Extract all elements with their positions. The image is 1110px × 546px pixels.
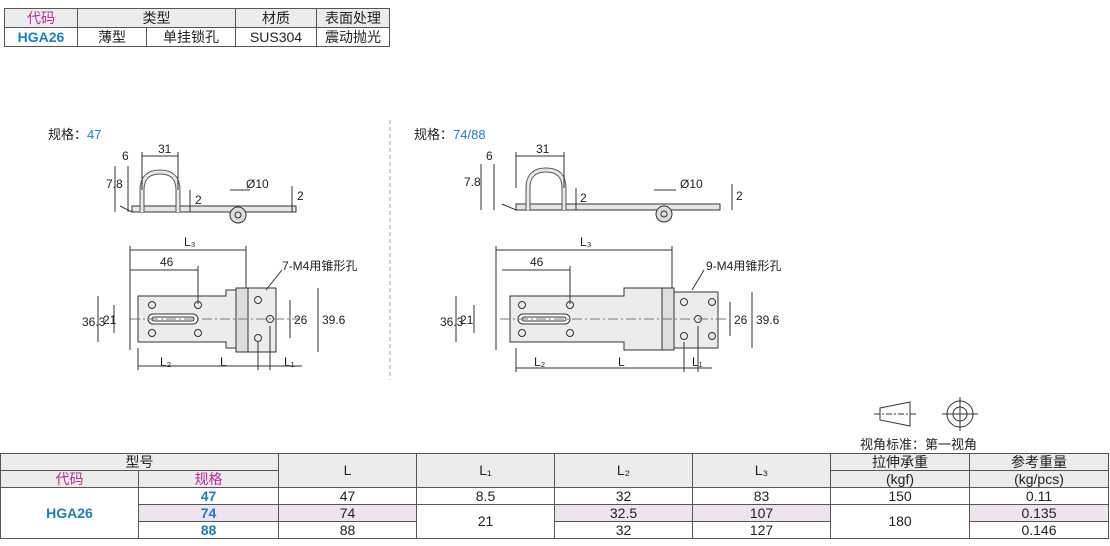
right-drawing: 31 6 7.8 2 Ø10 2 L₃ 46 9-M4用锥形孔 36.3 21 … (440, 142, 781, 372)
header-model: 型号 (0, 453, 279, 471)
header-weight-unit: (kg/pcs) (969, 470, 1109, 488)
svg-text:39.6: 39.6 (322, 313, 346, 327)
right-view-size: 74/88 (453, 127, 486, 142)
header-load-unit: (kgf) (830, 470, 970, 488)
left-drawing: 31 6 7.8 2 Ø10 2 L₃ 46 7-M4用锥形孔 36.3 21 … (82, 142, 357, 370)
spec-type-hole: 单挂锁孔 (146, 27, 236, 47)
row-weight: 0.146 (969, 521, 1109, 539)
svg-text:36.3: 36.3 (440, 315, 464, 329)
row-L3: 127 (692, 521, 831, 539)
svg-text:L₁: L₁ (284, 355, 295, 369)
svg-text:26: 26 (734, 313, 748, 327)
svg-text:46: 46 (160, 255, 174, 269)
svg-text:31: 31 (158, 142, 172, 156)
row-L1-merged: 21 (416, 504, 555, 539)
svg-text:7.8: 7.8 (106, 177, 123, 191)
row-size: 88 (138, 521, 279, 539)
row-L3: 107 (692, 504, 831, 522)
spec-code: HGA26 (4, 27, 78, 47)
first-angle-projection-icon (874, 397, 978, 431)
row-weight: 0.11 (969, 487, 1109, 505)
row-L: 74 (278, 504, 417, 522)
header-L3: L₃ (692, 453, 831, 488)
header-L1: L₁ (416, 453, 555, 488)
svg-text:9-M4用锥形孔: 9-M4用锥形孔 (706, 259, 781, 273)
svg-text:39.6: 39.6 (756, 313, 780, 327)
svg-text:2: 2 (736, 189, 743, 203)
left-view-label: 规格：47 (48, 127, 102, 142)
svg-text:L₂: L₂ (534, 355, 546, 369)
svg-text:31: 31 (536, 142, 550, 156)
svg-text:6: 6 (486, 149, 493, 163)
svg-text:L₂: L₂ (160, 355, 172, 369)
header-weight: 参考重量 (969, 453, 1109, 471)
svg-text:7-M4用锥形孔: 7-M4用锥形孔 (282, 259, 357, 273)
header-L2: L₂ (554, 453, 693, 488)
row-L2: 32.5 (554, 504, 693, 522)
header-L: L (278, 453, 417, 488)
svg-text:L₁: L₁ (692, 355, 703, 369)
svg-text:7.8: 7.8 (464, 175, 481, 189)
right-view-label: 规格：74/88 (414, 127, 486, 142)
row-L: 88 (278, 521, 417, 539)
header-code: 代码 (0, 470, 139, 488)
row-size: 74 (138, 504, 279, 522)
svg-text:L: L (618, 355, 625, 369)
view-divider (389, 120, 391, 380)
svg-text:Ø10: Ø10 (246, 177, 269, 191)
spec-header-row: 代码 类型 材质 表面处理 (4, 8, 390, 28)
row-L: 47 (278, 487, 417, 505)
spec-header-material: 材质 (235, 8, 317, 28)
svg-text:L₃: L₃ (580, 235, 592, 249)
spec-header-type: 类型 (77, 8, 236, 28)
spec-header-code: 代码 (4, 8, 78, 28)
header-load: 拉伸承重 (830, 453, 970, 471)
spec-type-thin: 薄型 (77, 27, 147, 47)
table-subheader-row: 代码 规格 (kgf) (kg/pcs) (0, 470, 1109, 488)
row-load-merged: 180 (830, 504, 970, 539)
svg-text:2: 2 (195, 193, 202, 207)
svg-text:L₃: L₃ (184, 235, 196, 249)
row-code: HGA26 (0, 487, 139, 539)
table-header-row: 型号 L L₁ L₂ L₃ 拉伸承重 参考重量 (0, 453, 1109, 488)
row-weight: 0.135 (969, 504, 1109, 522)
svg-text:36.3: 36.3 (82, 315, 106, 329)
svg-text:46: 46 (530, 255, 544, 269)
spec-row: HGA26 薄型 单挂锁孔 SUS304 震动抛光 (4, 27, 390, 47)
spec-material: SUS304 (235, 27, 317, 47)
projection-label: 视角标准：第一视角 (860, 437, 978, 452)
row-L1: 8.5 (416, 487, 555, 505)
spec-table: 代码 类型 材质 表面处理 HGA26 薄型 单挂锁孔 SUS304 震动抛光 (4, 8, 390, 47)
row-L2: 32 (554, 521, 693, 539)
svg-text:21: 21 (460, 313, 474, 327)
row-L3: 83 (692, 487, 831, 505)
row-L2: 32 (554, 487, 693, 505)
table-row: 74 74 21 32.5 107 180 0.135 (1, 504, 1109, 539)
table-row: 88 88 32 127 0.146 (1, 521, 1109, 539)
svg-text:2: 2 (297, 189, 304, 203)
spec-surface: 震动抛光 (316, 27, 390, 47)
left-view-size: 47 (87, 127, 102, 142)
svg-text:2: 2 (580, 191, 587, 205)
table-row: HGA26 47 47 8.5 32 83 150 0.11 (0, 487, 1109, 539)
dimension-table: 型号 L L₁ L₂ L₃ 拉伸承重 参考重量 代码 规格 (kgf) (kg/… (0, 453, 1109, 539)
svg-text:6: 6 (122, 149, 129, 163)
row-load: 150 (830, 487, 970, 505)
header-size: 规格 (138, 470, 279, 488)
svg-text:Ø10: Ø10 (680, 177, 703, 191)
svg-text:26: 26 (294, 313, 308, 327)
spec-header-surface: 表面处理 (316, 8, 390, 28)
row-size: 47 (138, 487, 279, 505)
svg-text:L: L (220, 355, 227, 369)
svg-text:21: 21 (103, 313, 117, 327)
